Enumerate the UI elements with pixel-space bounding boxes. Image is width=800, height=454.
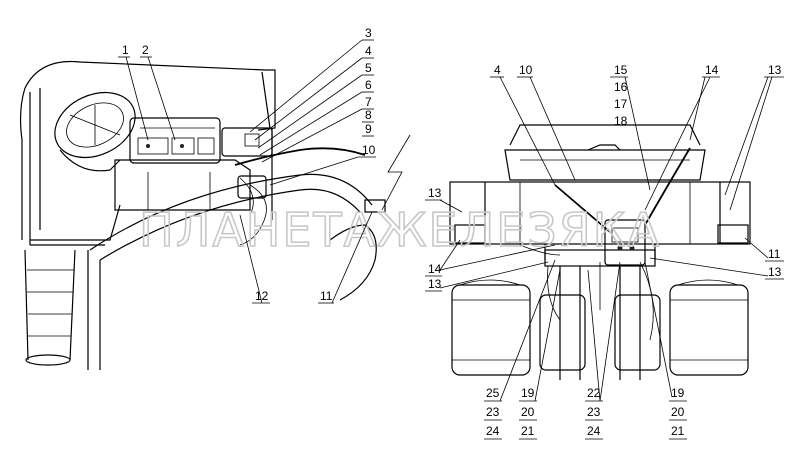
break-symbol xyxy=(381,134,411,211)
callout-r-20b: 20 xyxy=(671,405,685,419)
callout-r-23b: 23 xyxy=(587,405,601,419)
callout-r-21b: 21 xyxy=(671,424,685,438)
callout-r-11: 11 xyxy=(768,247,781,261)
callout-r-22: 22 xyxy=(587,386,601,400)
callout-r-24a: 24 xyxy=(486,424,500,438)
callout-r-25: 25 xyxy=(486,386,500,400)
callout-9: 9 xyxy=(365,122,372,136)
callout-r-20a: 20 xyxy=(521,405,535,419)
callout-4: 4 xyxy=(365,44,372,58)
callout-6: 6 xyxy=(365,78,372,92)
callout-r-16: 16 xyxy=(614,80,628,94)
callout-11: 11 xyxy=(320,289,333,303)
callout-r-4: 4 xyxy=(494,63,501,77)
callout-5: 5 xyxy=(365,61,372,75)
callout-r-15: 15 xyxy=(614,63,628,77)
callout-r-13-top: 13 xyxy=(768,63,782,77)
callout-r-13-right: 13 xyxy=(768,265,782,279)
callout-r-14-top: 14 xyxy=(705,63,719,77)
callout-3: 3 xyxy=(365,26,372,40)
callout-r-19a: 19 xyxy=(521,386,535,400)
left-callouts: 1 2 3 4 5 6 7 8 9 10 11 12 xyxy=(118,26,376,304)
callout-r-14-left: 14 xyxy=(428,262,442,276)
watermark-text: ПЛАНЕТАЖЕЛЕЗЯКА xyxy=(139,203,661,257)
callout-r-19b: 19 xyxy=(671,386,685,400)
right-view-rear xyxy=(449,124,751,380)
callout-r-21a: 21 xyxy=(521,424,535,438)
left-view-cab xyxy=(19,60,386,370)
callout-7: 7 xyxy=(365,95,372,109)
callout-r-23a: 23 xyxy=(486,405,500,419)
callout-r-18: 18 xyxy=(614,114,628,128)
callout-r-13-left2: 13 xyxy=(428,277,442,291)
callout-2: 2 xyxy=(142,43,149,57)
callout-10: 10 xyxy=(362,143,376,157)
right-callouts: 4 10 15 16 17 18 14 13 13 14 13 11 13 25… xyxy=(425,63,784,440)
callout-r-24b: 24 xyxy=(587,424,601,438)
callout-r-10: 10 xyxy=(519,63,533,77)
callout-12: 12 xyxy=(255,289,269,303)
callout-1: 1 xyxy=(122,43,129,57)
callout-r-17: 17 xyxy=(614,97,628,111)
callout-8: 8 xyxy=(365,108,372,122)
callout-r-13-left: 13 xyxy=(428,186,442,200)
